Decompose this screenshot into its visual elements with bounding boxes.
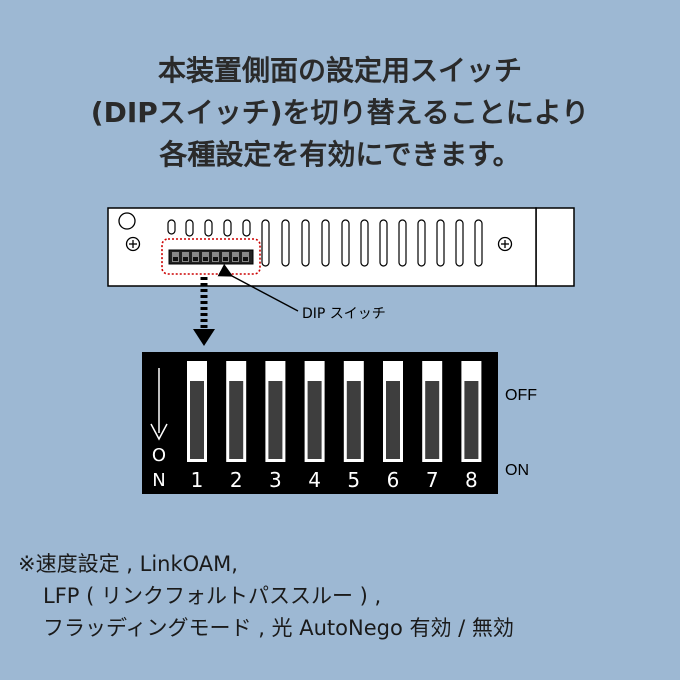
small-dip-switch — [168, 249, 254, 265]
vent-slot — [455, 219, 464, 267]
dip-switch-8[interactable]: 8 — [461, 361, 482, 492]
dip-switch-number: 1 — [191, 468, 204, 492]
device-side-view — [107, 207, 575, 287]
title-line-3: 各種設定を有効にできます。 — [159, 138, 521, 171]
vent-slot — [301, 219, 310, 267]
vent-slot — [261, 219, 270, 267]
on-vertical-n: N — [152, 470, 165, 491]
dip-switch-slider — [386, 381, 400, 459]
screw-icon-right — [497, 236, 513, 252]
vent-slot — [341, 219, 350, 267]
note-line-1: ※速度設定 , LinkOAM, — [18, 552, 238, 576]
dip-switch-5[interactable]: 5 — [343, 361, 364, 492]
vent-slot — [242, 219, 251, 237]
vent-slot — [417, 219, 426, 267]
off-label: OFF — [505, 387, 537, 404]
dip-switch-number: 4 — [308, 468, 321, 492]
vent-slot — [281, 219, 290, 267]
title-line-2: (DIPスイッチ)を切り替えることにより — [90, 96, 590, 129]
dip-switch-number: 2 — [230, 468, 243, 492]
vent-slot — [474, 219, 483, 267]
small-dip-toggle — [213, 257, 218, 261]
vent-slot — [321, 219, 330, 267]
dip-switch-6[interactable]: 6 — [383, 361, 403, 492]
screw-icon-left — [125, 236, 141, 252]
dip-switch-2[interactable]: 2 — [226, 361, 247, 492]
device-hole — [118, 212, 136, 230]
small-dip-toggle — [193, 257, 198, 261]
dip-switch-3[interactable]: 3 — [265, 361, 286, 492]
dip-switch-number: 5 — [347, 468, 360, 492]
dip-switch-slider — [464, 381, 479, 459]
dip-switch-slider — [307, 381, 322, 459]
vent-slots — [167, 219, 483, 267]
dip-switch-slider — [229, 381, 244, 459]
dip-switch-slider — [346, 381, 361, 459]
dip-switch-panel: O N 1 2 3 4 5 6 7 8 — [142, 352, 498, 494]
small-dip-toggle — [203, 257, 208, 261]
dip-switch-number: 3 — [269, 468, 282, 492]
vent-slot — [379, 219, 388, 267]
note-line-2: LFP ( リンクフォルトパススルー ) , — [43, 584, 382, 608]
zoom-arrow — [193, 277, 215, 346]
dip-switch-number: 8 — [465, 468, 478, 492]
vent-slot — [436, 219, 445, 267]
vent-slot — [398, 219, 407, 267]
note-line-3: フラッディングモード , 光 AutoNego 有効 / 無効 — [43, 616, 514, 640]
dip-callout: DIP スイッチ — [217, 263, 386, 322]
page-title: 本装置側面の設定用スイッチ (DIPスイッチ)を切り替えることにより 各種設定を… — [0, 50, 680, 176]
device-tab — [535, 207, 575, 287]
dip-switch-number: 7 — [426, 468, 439, 492]
dip-callout-label: DIP スイッチ — [302, 306, 386, 322]
on-direction-indicator: O N — [150, 368, 168, 491]
on-vertical-o: O — [152, 445, 166, 466]
settings-note: ※速度設定 , LinkOAM, LFP ( リンクフォルトパススルー ) , … — [18, 548, 668, 644]
dip-switch-1[interactable]: 1 — [187, 361, 207, 492]
dip-switch-4[interactable]: 4 — [304, 361, 325, 492]
small-dip-toggle — [233, 257, 238, 261]
dip-switch-slider — [190, 381, 204, 459]
small-dip-toggle — [223, 257, 228, 261]
title-line-1: 本装置側面の設定用スイッチ — [157, 54, 522, 87]
vent-slot — [223, 219, 232, 237]
small-dip-cells — [172, 252, 249, 262]
vent-slot — [204, 219, 213, 237]
small-dip-toggle — [243, 257, 248, 261]
vent-slot — [167, 219, 176, 235]
dip-switch-slider — [268, 381, 283, 459]
dip-switch-number: 6 — [387, 468, 400, 492]
vent-slot — [185, 219, 194, 237]
dip-switch-slider — [425, 381, 440, 459]
dip-switches: 1 2 3 4 5 6 7 8 — [187, 361, 482, 492]
small-dip-toggle — [183, 257, 188, 261]
small-dip-toggle — [173, 257, 178, 261]
vent-slot — [360, 219, 369, 267]
on-label: ON — [505, 462, 529, 479]
dip-switch-7[interactable]: 7 — [422, 361, 443, 492]
